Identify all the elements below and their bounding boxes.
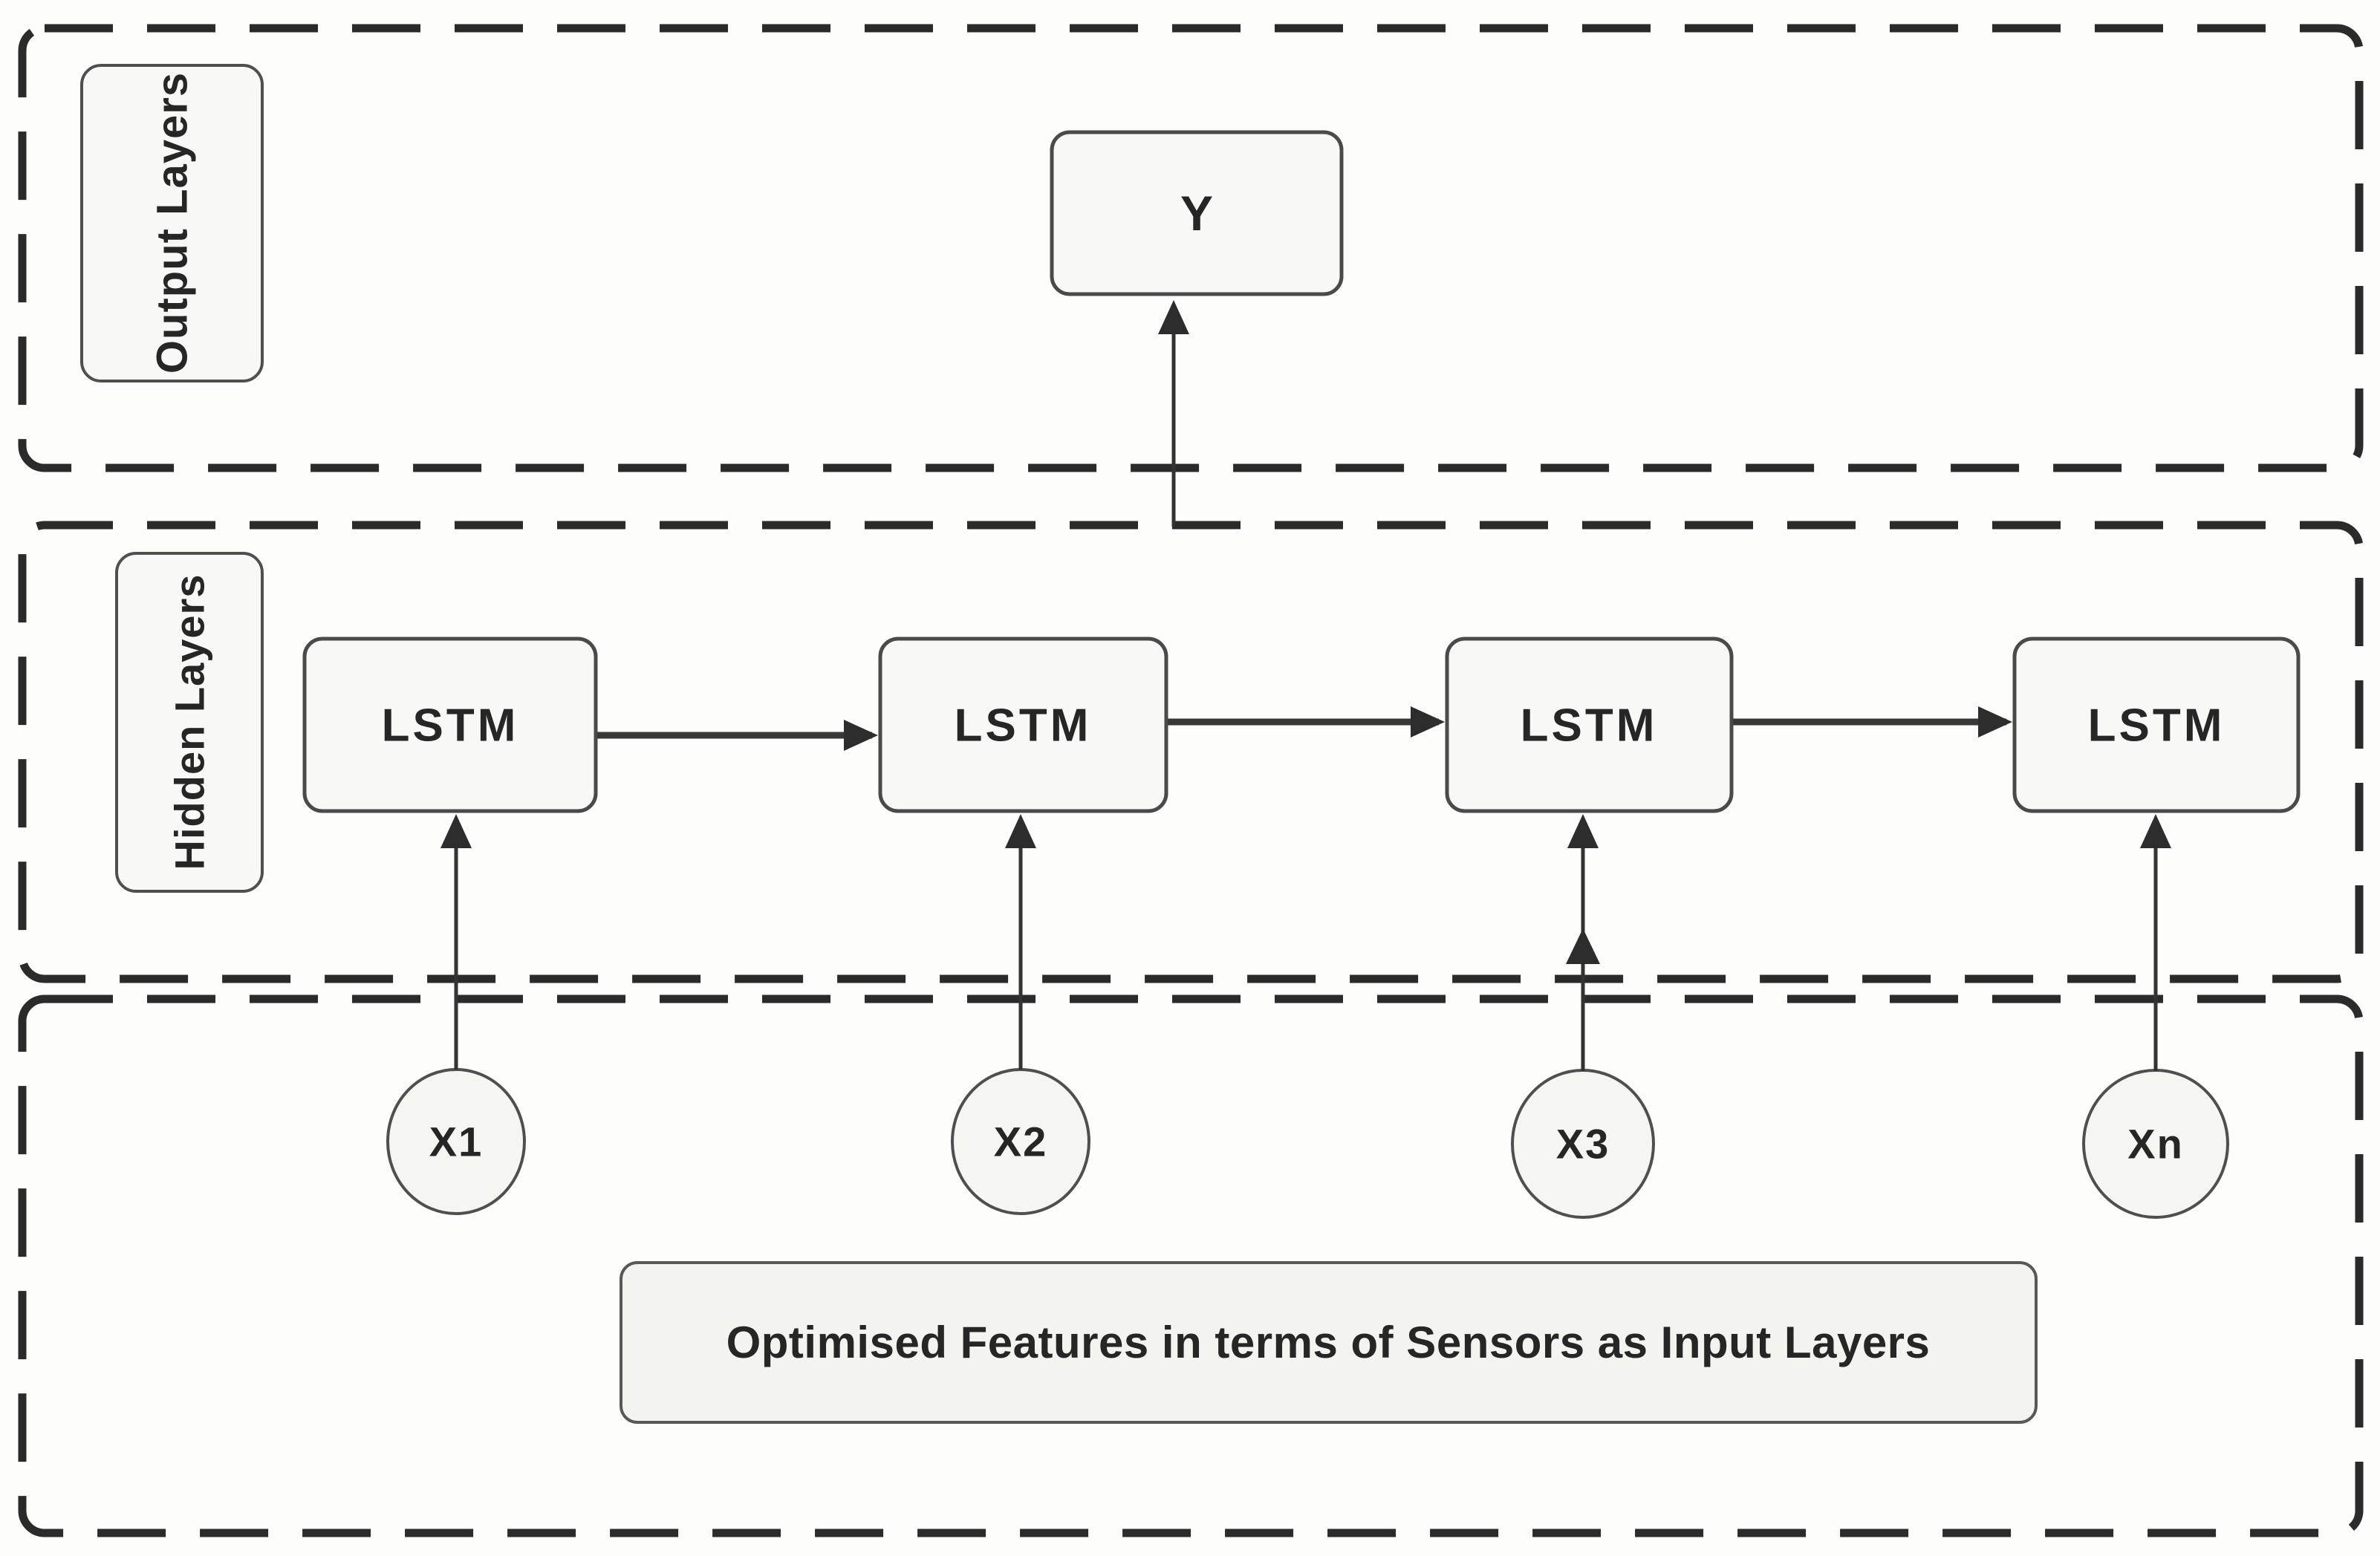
hidden-layers-label: Hidden Layers xyxy=(166,574,213,870)
lstm-node-3-box xyxy=(1445,637,1734,813)
input-caption-box xyxy=(620,1261,2038,1424)
output-layer-frame xyxy=(18,24,2364,472)
hidden-layers-label-box xyxy=(115,552,264,893)
input-node-xn-label: Xn xyxy=(2127,1121,2184,1168)
lstm-node-4-label: LSTM xyxy=(2088,700,2225,752)
lstm-node-1-label: LSTM xyxy=(382,700,519,752)
lstm-node-2-box xyxy=(878,637,1168,813)
input-caption: Optimised Features in terms of Sensors a… xyxy=(726,1318,1931,1367)
input-node-x3-label: X3 xyxy=(1556,1121,1610,1168)
output-node-y-label: Y xyxy=(1180,186,1213,241)
arrow-x3-mid-arrowhead xyxy=(1566,928,1600,964)
lstm-node-4-box xyxy=(2012,637,2301,813)
input-node-x1-label: X1 xyxy=(429,1119,484,1165)
hidden-layer-frame xyxy=(18,521,2364,983)
output-layers-label-box xyxy=(80,64,264,383)
input-node-x2-label: X2 xyxy=(994,1119,1048,1165)
lstm-node-2-label: LSTM xyxy=(955,700,1092,752)
output-layers-label: Output Layers xyxy=(148,72,196,374)
output-node-y-box xyxy=(1050,130,1344,296)
lstm-node-1-box xyxy=(302,637,598,813)
lstm-node-3-label: LSTM xyxy=(1521,700,1658,752)
input-layer-frame xyxy=(18,995,2364,1537)
